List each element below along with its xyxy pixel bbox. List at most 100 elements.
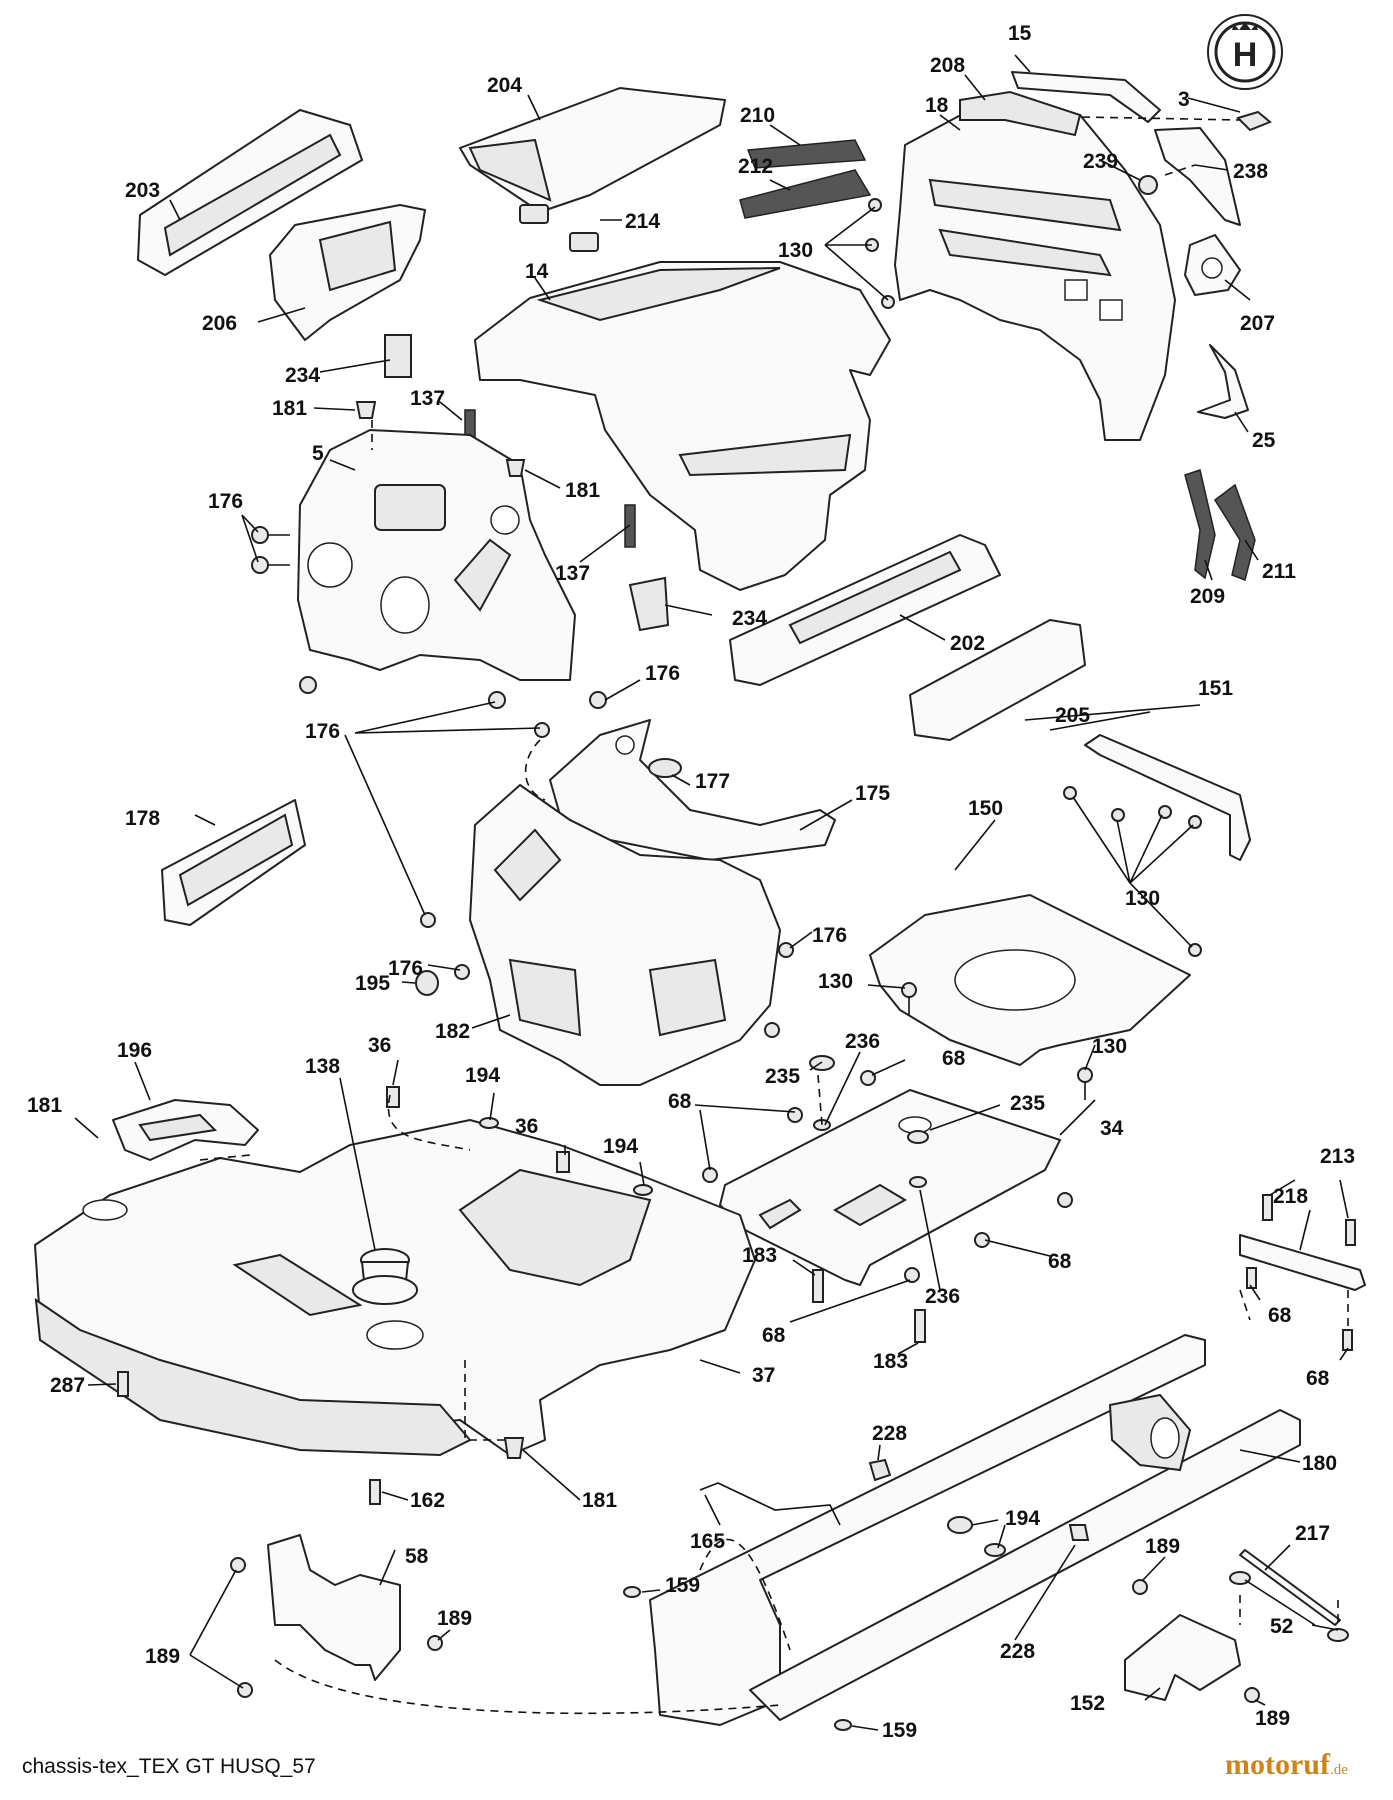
callout-176-mid: 176 xyxy=(305,720,340,743)
callout-210: 210 xyxy=(740,104,775,127)
callout-68-plate-bottom: 68 xyxy=(762,1324,786,1347)
part-177-grommet xyxy=(648,758,682,778)
callout-37: 37 xyxy=(752,1364,775,1387)
leader-lines xyxy=(74,54,1349,1731)
part-239-grommet xyxy=(1138,175,1158,195)
callout-228-lower: 228 xyxy=(1000,1640,1035,1663)
brand-watermark: motoruf.de xyxy=(1225,1748,1348,1782)
callout-68-bracket-right: 68 xyxy=(1306,1367,1330,1390)
callout-162: 162 xyxy=(410,1489,445,1512)
husqvarna-logo-badge: H xyxy=(1207,14,1283,132)
part-178-vent-panel xyxy=(161,799,306,926)
logo-letter: H xyxy=(1233,36,1258,74)
part-228-fittings xyxy=(868,1458,1090,1541)
callout-52: 52 xyxy=(1270,1615,1293,1638)
part-68-bolts xyxy=(702,1070,1073,1283)
part-209-grille xyxy=(1184,469,1216,580)
callout-235-upper: 235 xyxy=(765,1065,800,1088)
callout-137-upper: 137 xyxy=(410,387,445,410)
callout-25: 25 xyxy=(1252,429,1276,452)
callout-181-upper-left: 181 xyxy=(272,397,307,420)
part-196-panel xyxy=(112,1099,259,1161)
callout-236-upper: 236 xyxy=(845,1030,880,1053)
callout-176-left: 176 xyxy=(208,490,243,513)
part-211-grille xyxy=(1213,483,1256,582)
callout-5: 5 xyxy=(312,442,324,465)
callout-181-upper-right: 181 xyxy=(565,479,600,502)
callout-183-right: 183 xyxy=(873,1350,908,1373)
part-lower-screws xyxy=(117,1371,525,1505)
part-238-side-panel xyxy=(1154,127,1241,226)
callout-189-left: 189 xyxy=(145,1645,180,1668)
callout-287: 287 xyxy=(50,1374,85,1397)
diagram-caption: chassis-tex_TEX GT HUSQ_57 xyxy=(22,1755,316,1779)
part-210-grille xyxy=(746,139,867,169)
part-212-grille xyxy=(739,169,872,219)
callout-208: 208 xyxy=(930,54,965,77)
callout-181-fender: 181 xyxy=(27,1094,62,1117)
callout-176-right: 176 xyxy=(645,662,680,685)
callout-218: 218 xyxy=(1273,1185,1308,1208)
part-234-label-upper xyxy=(384,334,412,378)
part-182-lower-panel xyxy=(469,784,781,1086)
part-181-fasteners-upper xyxy=(355,401,526,477)
callout-234-lower: 234 xyxy=(732,607,767,630)
part-14-main-hood xyxy=(474,261,891,591)
callout-194-right: 194 xyxy=(603,1135,638,1158)
callout-68-upper: 68 xyxy=(942,1047,966,1070)
callout-180: 180 xyxy=(1302,1452,1337,1475)
callout-189-mid: 189 xyxy=(437,1607,472,1630)
callout-178: 178 xyxy=(125,807,160,830)
callout-176-far-right: 176 xyxy=(812,924,847,947)
callout-36-right: 36 xyxy=(515,1115,538,1138)
callout-68-plate-right: 68 xyxy=(1048,1250,1072,1273)
callout-196: 196 xyxy=(117,1039,152,1062)
callout-138: 138 xyxy=(305,1055,340,1078)
callout-152: 152 xyxy=(1070,1692,1105,1715)
part-206-bracket xyxy=(269,204,426,341)
callout-207: 207 xyxy=(1240,312,1275,335)
part-195-plug xyxy=(415,970,439,996)
callout-236-lower: 236 xyxy=(925,1285,960,1308)
callout-130-top: 130 xyxy=(778,239,813,262)
part-217-rod xyxy=(1229,1549,1349,1642)
callout-189-far-right: 189 xyxy=(1255,1707,1290,1730)
part-130-screws xyxy=(865,198,1093,1100)
callout-68-bracket-left: 68 xyxy=(1268,1304,1292,1327)
callout-177: 177 xyxy=(695,770,730,793)
callout-194-frame: 194 xyxy=(1005,1507,1040,1530)
callout-182: 182 xyxy=(435,1020,470,1043)
part-36-194-fasteners xyxy=(386,1086,653,1196)
callout-130-right: 130 xyxy=(1125,887,1160,910)
part-218-bracket xyxy=(1239,1194,1366,1351)
callout-159-lower: 159 xyxy=(882,1719,917,1742)
callout-58: 58 xyxy=(405,1545,429,1568)
callout-189-right: 189 xyxy=(1145,1535,1180,1558)
brand-name: motoruf xyxy=(1225,1748,1330,1781)
part-151-bracket xyxy=(1063,734,1251,957)
part-180-frame xyxy=(649,1334,1301,1726)
callout-214: 214 xyxy=(625,210,660,233)
callout-195: 195 xyxy=(355,972,390,995)
callout-36-left: 36 xyxy=(368,1034,391,1057)
callout-239: 239 xyxy=(1083,150,1118,173)
callout-150: 150 xyxy=(968,797,1003,820)
dashed-lines xyxy=(199,116,1349,1715)
part-34-mounting-plate xyxy=(719,1089,1061,1286)
callout-130-mid: 130 xyxy=(818,970,853,993)
callout-181-lower: 181 xyxy=(582,1489,617,1512)
part-203-grille xyxy=(137,109,363,276)
callout-130-lower: 130 xyxy=(1092,1035,1127,1058)
callout-labels: 15 208 3 204 210 18 212 239 238 203 214 … xyxy=(27,22,1355,1742)
part-5-dash-panel xyxy=(297,429,576,681)
callout-137-lower: 137 xyxy=(555,562,590,585)
part-204-hood-top xyxy=(459,87,726,213)
part-15-trim xyxy=(1011,71,1161,123)
callout-151: 151 xyxy=(1198,677,1233,700)
callout-213: 213 xyxy=(1320,1145,1355,1168)
callout-175: 175 xyxy=(855,782,890,805)
callout-234-upper: 234 xyxy=(285,364,320,387)
callout-194-left: 194 xyxy=(465,1064,500,1087)
callout-34: 34 xyxy=(1100,1117,1124,1140)
